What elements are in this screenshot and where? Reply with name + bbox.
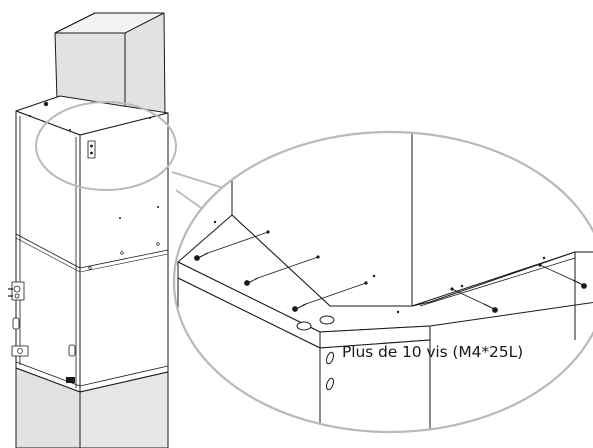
screw-guides bbox=[204, 231, 578, 307]
magnifier-ring bbox=[172, 130, 593, 434]
air-handler-unit bbox=[8, 95, 169, 393]
detail-highlight-ellipse bbox=[35, 101, 177, 191]
screw-icon bbox=[194, 252, 587, 313]
screw-hole-marks bbox=[213, 220, 546, 314]
screw-callout-label: Plus de 10 vis (M4*25L) bbox=[342, 343, 524, 361]
bottom-duct bbox=[15, 367, 169, 448]
